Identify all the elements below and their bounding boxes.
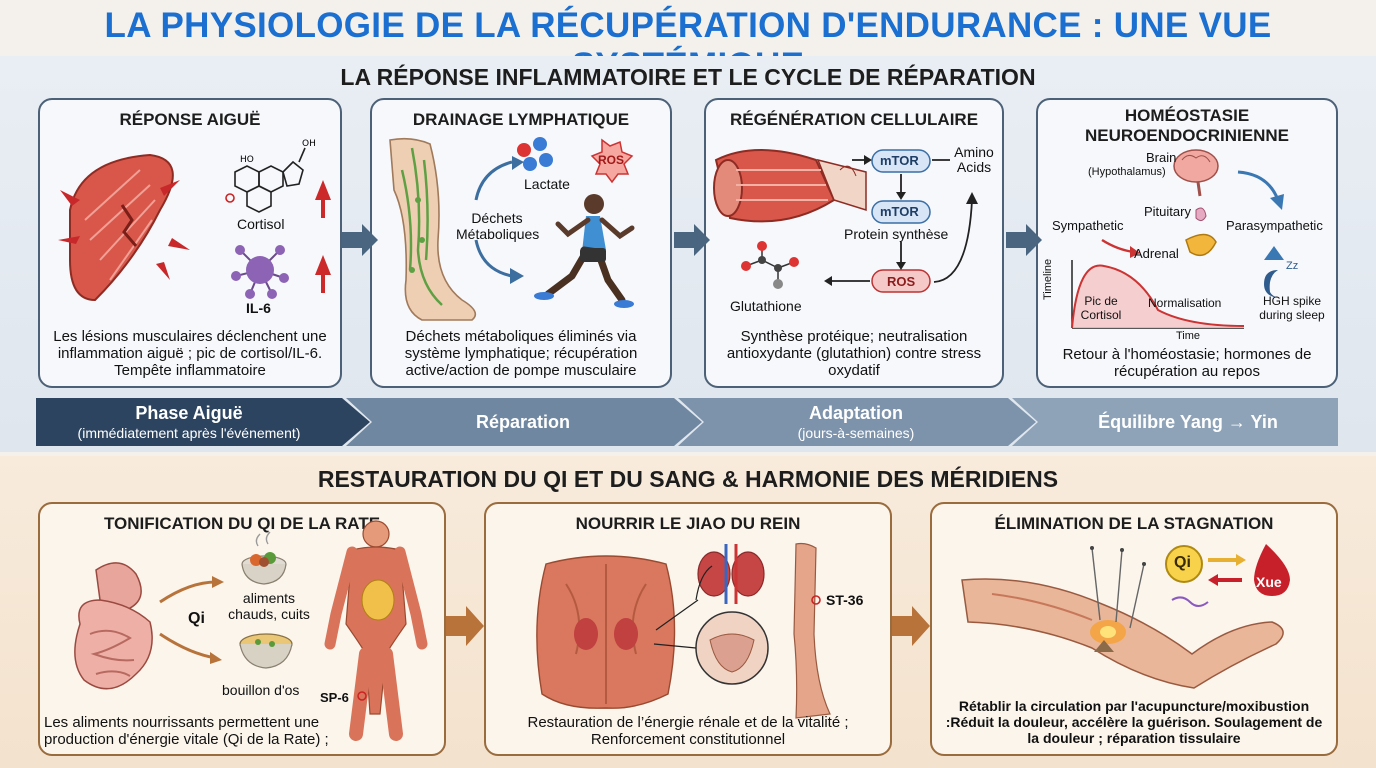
- il6-label: IL-6: [246, 300, 271, 316]
- ros-label: ROS: [887, 274, 916, 289]
- qi-xue-balance-icons: [1165, 544, 1290, 596]
- mtor-label-2: mTOR: [880, 204, 919, 219]
- leg-lymph-illustration: [389, 137, 477, 321]
- hypothalamus-label: (Hypothalamus): [1088, 166, 1166, 178]
- sympathetic-label: Sympathetic: [1052, 218, 1124, 233]
- amino-acids-label: Amino Acids: [954, 144, 994, 175]
- brain-hormone-diagram: [1101, 149, 1284, 258]
- panel-title: RÉPONSE AIGUË: [119, 110, 261, 129]
- flow-arrow-right-icon: [1006, 224, 1042, 256]
- panel-caption: Les lésions musculaires déclenchent une …: [53, 328, 327, 379]
- panel-acute-response: RÉPONSE AIGUË HO OH Cortisol: [38, 98, 342, 388]
- lactate-label: Lactate: [524, 176, 570, 192]
- phase-repair-label: Réparation: [475, 412, 571, 432]
- phase-acute-label: Phase Aiguë: [135, 403, 243, 423]
- glutathione-molecule-icon: [741, 241, 799, 289]
- ros-label: ROS: [598, 153, 625, 167]
- brain-label: Brain: [1146, 150, 1177, 165]
- xue-label: Xue: [1256, 574, 1282, 590]
- sp6-point-label: SP-6: [320, 690, 349, 705]
- flow-arrow-right-icon: [342, 224, 378, 256]
- bottom-section-heading: RESTAURATION DU QI ET DU SANG & HARMONIE…: [317, 466, 1059, 492]
- phase-chevron-1: [36, 398, 370, 446]
- phase-chevron-3: [678, 398, 1036, 446]
- pituitary-label: Pituitary: [1144, 204, 1191, 219]
- qi-label: Qi: [1174, 554, 1191, 571]
- panel-cellular-regeneration: RÉGÉNÉRATION CELLULAIRE mTOR mTOR Amino …: [704, 98, 1004, 388]
- back-kidney-illustration: [536, 542, 831, 719]
- panel-title: TONIFICATION DU QI DE LA RATE: [103, 514, 381, 533]
- panel-caption: Déchets métaboliques éliminés via systèm…: [404, 328, 638, 379]
- panel-title: DRAINAGE LYMPHATIQUE: [412, 110, 630, 129]
- phase-adaptation-sublabel: (jours-à-semaines): [797, 425, 915, 441]
- panel-lymphatic-drainage: DRAINAGE LYMPHATIQUE ROS Lactate Déchets…: [370, 98, 672, 388]
- svg-text:HO: HO: [240, 155, 254, 165]
- runner-illustration: [534, 194, 635, 308]
- panel-kidney-jiao: NOURRIR LE JIAO DU REIN ST-36 Restaurati…: [484, 502, 892, 756]
- parasympathetic-label: Parasympathetic: [1226, 218, 1323, 233]
- normalisation-label: Normalisation: [1148, 296, 1222, 310]
- cortisol-peak-label: Pic de Cortisol: [1080, 294, 1122, 322]
- st36-point-label: ST-36: [826, 592, 864, 608]
- red-impact-arrows: [58, 180, 190, 280]
- panel-caption: Synthèse protéique; neutralisation antio…: [726, 328, 982, 379]
- flow-arrow-right-icon: [674, 224, 710, 256]
- qi-label: Qi: [188, 610, 205, 627]
- bone-broth-label: bouillon d'os: [222, 682, 300, 698]
- panel-stagnation-removal: ÉLIMINATION DE LA STAGNATION Qi Xue Réta…: [930, 502, 1338, 756]
- hgh-spike-label: HGH spike during sleep: [1259, 294, 1325, 322]
- leg-acupuncture-illustration: [961, 546, 1284, 689]
- phase-chevron-4: [1012, 398, 1338, 446]
- mtor-pathway-diagram: [824, 149, 978, 293]
- panel-title: ÉLIMINATION DE LA STAGNATION: [994, 514, 1274, 533]
- panel-caption: Restauration de l’énergie rénale et de l…: [527, 714, 849, 748]
- phase-adaptation-label: Adaptation: [809, 403, 903, 423]
- muscle-fiber-illustration: [713, 149, 867, 223]
- cortisol-molecule-icon: HO OH: [225, 139, 331, 218]
- cortisol-label: Cortisol: [237, 216, 285, 232]
- panel-caption: Rétablir la circulation par l'acupunctur…: [945, 698, 1323, 746]
- food-bowls-icons: [239, 531, 293, 669]
- mtor-label: mTOR: [880, 153, 919, 168]
- phase-chevron-2: [346, 398, 702, 446]
- flow-arrow-right-icon: [892, 606, 930, 646]
- torn-muscle-illustration: [58, 153, 190, 302]
- digestive-system-illustration: [74, 562, 224, 690]
- panel-neuroendocrine-homeostasis: HOMÉOSTASIE NEUROENDOCRINIENNE Brain (Hy…: [1036, 98, 1338, 388]
- metabolic-waste-label: Déchets Métaboliques: [456, 210, 540, 242]
- panel-caption: Les aliments nourrissants permettent une…: [44, 714, 329, 748]
- body-meridian-figure: [324, 520, 428, 741]
- panel-caption: Retour à l'homéostasie; hormones de récu…: [1062, 346, 1312, 380]
- top-section-heading: LA RÉPONSE INFLAMMATOIRE ET LE CYCLE DE …: [340, 64, 1036, 90]
- panel-title: HOMÉOSTASIE NEUROENDOCRINIENNE: [1084, 106, 1290, 145]
- panel-spleen-qi: TONIFICATION DU QI DE LA RATE Qi aliment…: [38, 502, 446, 756]
- sleep-zz-label: Zz: [1286, 260, 1299, 272]
- phase-acute-sublabel: (immédiatement après l'événement): [77, 425, 301, 441]
- adrenal-label: Adrenal: [1134, 246, 1179, 261]
- flow-arrow-right-icon: [446, 606, 484, 646]
- glutathione-label: Glutathione: [730, 298, 802, 314]
- phase-balance-label: Équilibre Yang → Yin: [1098, 412, 1278, 432]
- lactate-ros-icons: [474, 137, 634, 284]
- svg-text:OH: OH: [302, 139, 316, 149]
- cortisol-timeline-chart: [1071, 246, 1284, 329]
- panel-title: NOURRIR LE JIAO DU REIN: [575, 514, 801, 533]
- panel-title: RÉGÉNÉRATION CELLULAIRE: [729, 110, 979, 129]
- warm-foods-label: aliments chauds, cuits: [228, 590, 310, 622]
- il6-molecule-icon: [231, 245, 331, 299]
- time-axis-label: Time: [1176, 330, 1201, 342]
- protein-synthesis-label: Protein synthèse: [844, 226, 949, 242]
